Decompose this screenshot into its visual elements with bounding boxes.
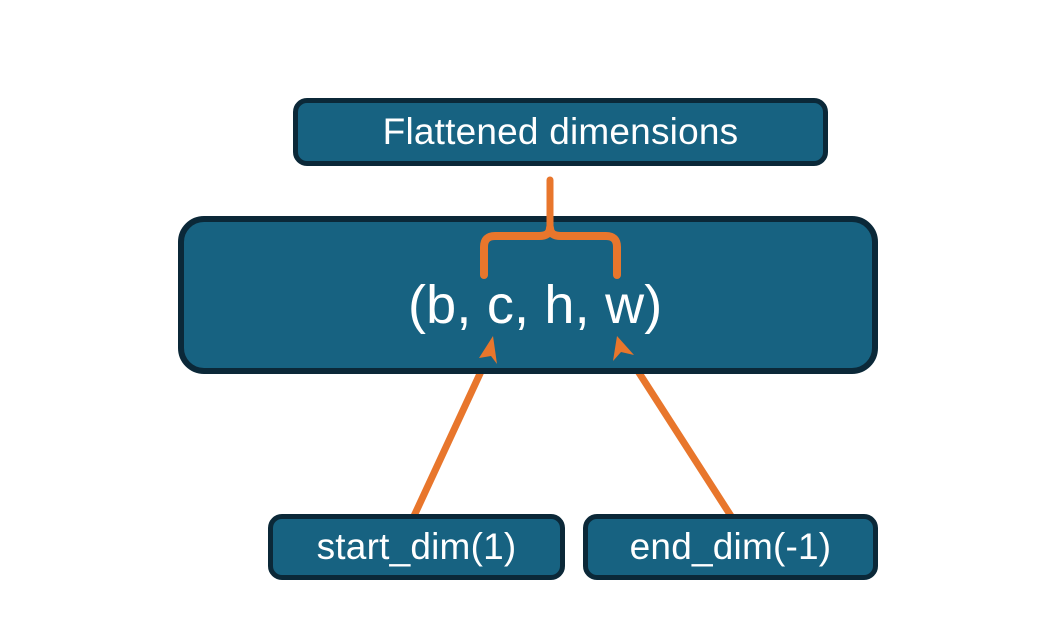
flattened-dimensions-label: Flattened dimensions xyxy=(382,111,739,152)
start-dim-label: start_dim(1) xyxy=(316,526,517,567)
tensor-shape-label: (b, c, h, w) xyxy=(408,275,663,335)
start-dim-box[interactable]: start_dim(1) xyxy=(268,514,565,580)
end-dim-label: end_dim(-1) xyxy=(629,526,832,567)
tensor-shape-box[interactable]: (b, c, h, w) xyxy=(178,216,878,374)
flattened-dimensions-box[interactable]: Flattened dimensions xyxy=(293,98,828,166)
end-dim-box[interactable]: end_dim(-1) xyxy=(583,514,878,580)
